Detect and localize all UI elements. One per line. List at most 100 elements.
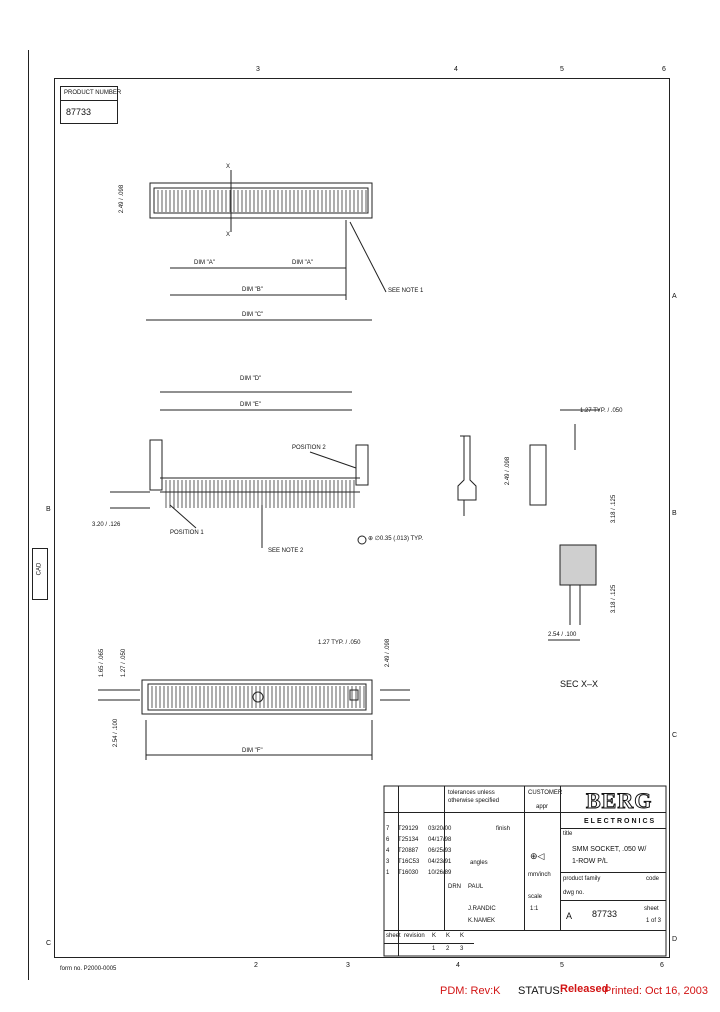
dim-bottom-right: 2.49 / .098 — [385, 638, 392, 668]
zone-bottom-2: 2 — [254, 962, 258, 969]
revision-row: 7 T29129 03/20/00 — [386, 826, 452, 832]
berg-logo-sub: ELECTRONICS — [584, 818, 657, 825]
berg-logo: BERG — [585, 788, 653, 813]
revision-row: 6 T25134 04/17/98 — [386, 837, 452, 843]
see-note-1-label: SEE NOTE 1 — [388, 288, 424, 294]
tb-angles-label: angles — [470, 860, 488, 866]
zone-right-c: C — [672, 732, 678, 739]
left-stamp-box — [32, 548, 48, 600]
section-mark-x-bottom: X — [226, 232, 231, 238]
tb-scale-label: scale — [528, 894, 543, 900]
revision-row: 3 T16C53 04/23/91 — [386, 859, 452, 865]
tb-dwg-no: 87733 — [592, 909, 618, 919]
tb-units-label: mm/inch — [528, 872, 551, 878]
zone-top-5: 5 — [560, 66, 564, 73]
zone-left-c: C — [46, 940, 52, 947]
dim-bottom-2: 1.27 / .050 — [121, 648, 128, 678]
zone-bottom-5: 5 — [560, 962, 564, 969]
product-number-divider — [60, 100, 117, 101]
tb-customer-value: appr — [536, 804, 549, 810]
tb-v4 — [560, 786, 561, 930]
zone-top-4: 4 — [454, 66, 458, 73]
tb-title-line1: SMM SOCKET, .050 W/ — [572, 846, 647, 853]
tb-projection-symbol: ⊕◁ — [530, 851, 545, 861]
dim-b-label: DIM "B" — [242, 287, 263, 293]
product-number-label: PRODUCT NUMBER — [64, 90, 122, 96]
status-value: Released — [560, 983, 609, 995]
tb-h5 — [384, 930, 666, 931]
zone-right-a: A — [672, 293, 677, 300]
dim-side-spacing: 2.54 / .100 — [548, 632, 577, 638]
dim-right-3: 3.18 / .125 — [611, 584, 618, 614]
zone-top-6: 6 — [662, 66, 666, 73]
tb-checked-by: J.RANDIC — [468, 906, 496, 912]
tb-title-line2: 1-ROW P/L — [572, 858, 608, 865]
tb-size: A — [566, 911, 573, 921]
see-note-2-label: SEE NOTE 2 — [268, 548, 304, 554]
dim-c-label: DIM "C" — [242, 312, 264, 318]
tolerance-callout: ⊕ ∅0.35 (.013) TYP. — [368, 536, 424, 542]
position-1-label: POSITION 1 — [170, 530, 204, 536]
tb-title-label: title — [563, 831, 573, 837]
dim-f-label: DIM "F" — [242, 748, 263, 754]
dim-d-label: DIM "D" — [240, 376, 262, 382]
dim-right-1: 2.49 / .098 — [505, 456, 512, 486]
tb-h1 — [384, 812, 666, 813]
top-view-body — [149, 182, 373, 219]
tb-product-family-label: product family — [563, 876, 601, 882]
tb-h4 — [560, 900, 666, 901]
tb-h6 — [384, 943, 474, 944]
tb-approved-by: K.NAMEK — [468, 918, 496, 924]
pdm-revision: PDM: Rev:K — [440, 985, 501, 997]
tb-sheet-2: 2 — [446, 946, 450, 952]
tb-sheet-row-label: sheet — [386, 933, 401, 939]
tb-h2 — [560, 828, 666, 829]
dim-top-height: 2.49 / .098 — [119, 184, 126, 214]
dim-e-label: DIM "E" — [240, 402, 261, 408]
product-number: 87733 — [66, 107, 92, 117]
zone-right-d: D — [672, 936, 678, 943]
section-label: SEC X–X — [560, 679, 599, 689]
tb-sheet-3: 3 — [460, 946, 464, 952]
form-id: form no. P2000-0005 — [60, 966, 117, 972]
tb-drawn-label: DRN — [448, 884, 461, 890]
dim-pitch-right: 1.27 TYP. / .050 — [580, 408, 623, 414]
revision-row: 4 T20887 06/25/93 — [386, 848, 452, 854]
zone-bottom-4: 4 — [456, 962, 460, 969]
bottom-view-body — [141, 679, 373, 715]
zone-left-b: B — [46, 506, 51, 513]
tb-customer-label: CUSTOMER — [528, 790, 563, 796]
dim-bottom-1: 1.65 / .065 — [99, 648, 106, 678]
position-2-label: POSITION 2 — [292, 445, 326, 451]
dim-side-left: 3.20 / .126 — [92, 522, 121, 528]
tb-revision-row-label: revision — [404, 933, 425, 939]
tb-sheet-label: sheet — [644, 906, 659, 912]
product-number-box — [60, 86, 118, 124]
tb-dwg-no-label: dwg no. — [563, 890, 585, 896]
section-mark-x-top: X — [226, 164, 231, 170]
drawing-border — [54, 78, 670, 958]
tb-rev-k-3: K — [460, 933, 465, 939]
tb-v3 — [524, 786, 525, 930]
dim-a-right-label: DIM "A" — [292, 260, 313, 266]
frame-outer-left — [28, 50, 29, 980]
printed-date: Printed: Oct 16, 2003 — [604, 985, 708, 997]
tb-tolerances: tolerances unless otherwise specified — [448, 790, 500, 804]
dim-bottom-3: 2.54 / .100 — [113, 718, 120, 748]
zone-bottom-3: 3 — [346, 962, 350, 969]
dim-bottom-pitch: 1.27 TYP. / .050 — [318, 640, 361, 646]
dim-a-left-label: DIM "A" — [194, 260, 215, 266]
tb-code-label: code — [646, 876, 660, 882]
tb-v2 — [444, 786, 445, 930]
dim-right-2: 3.18 / .125 — [611, 494, 618, 524]
tb-scale-value: 1:1 — [530, 906, 539, 912]
zone-right-b: B — [672, 510, 677, 517]
revision-list: 7 T29129 03/20/00 6 T25134 04/17/98 4 T2… — [386, 826, 526, 881]
tb-rev-k-1: K — [432, 933, 437, 939]
zone-top-3: 3 — [256, 66, 260, 73]
tb-finish-label: finish — [496, 826, 511, 832]
tb-rev-k-2: K — [446, 933, 451, 939]
tb-h3 — [560, 872, 666, 873]
tb-v1 — [398, 786, 399, 956]
